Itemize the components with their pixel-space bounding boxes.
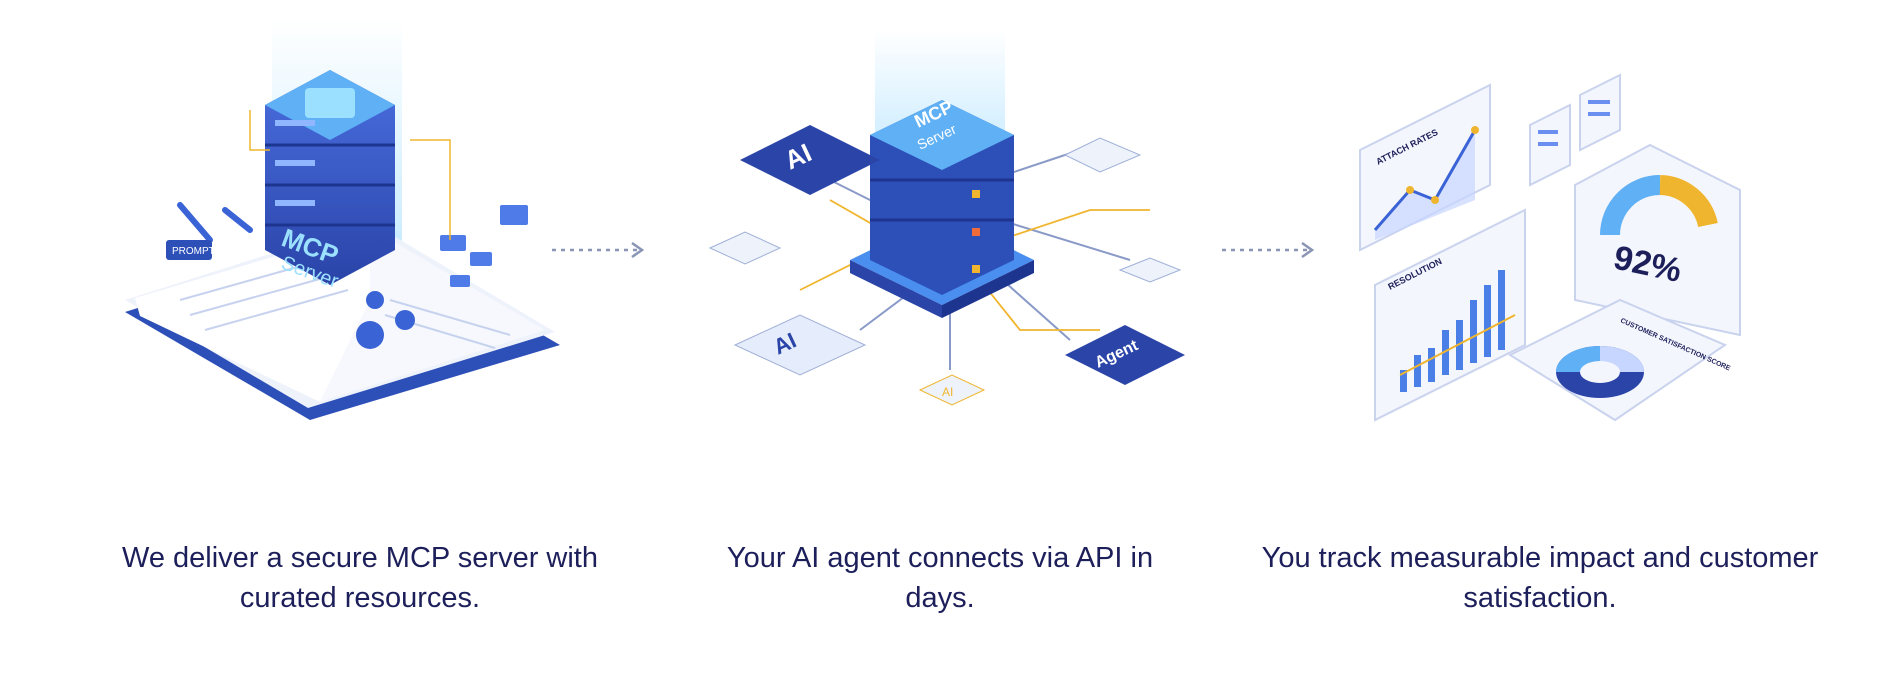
server-stack: MCP Server: [265, 70, 395, 293]
wrench-icon: [177, 202, 253, 243]
step-1: MCP Server PROMPTS We deliver a secure M…: [40, 0, 680, 692]
attach-rates-card: ATTACH RATES: [1359, 83, 1491, 252]
step-2-caption: Your AI agent connects via API in days.: [726, 542, 1154, 614]
ai-chip-icon: AI: [918, 374, 986, 406]
agent-chip-icon: Agent: [1065, 325, 1185, 385]
mcp-server-network-illustration: MCP Server AI AI AI Agent: [708, 30, 1185, 406]
step-1-caption: We deliver a secure MCP server with cura…: [122, 542, 598, 614]
resolution-card: RESOLUTION: [1374, 208, 1526, 422]
analytics-dashboard-illustration: ATTACH RATES RESOLUTION: [1359, 73, 1741, 422]
gear-icon: [356, 291, 415, 349]
csat-card: CUSTOMER SATISFACTION SCORE: [1507, 298, 1732, 422]
arrow-right-icon: [1222, 241, 1315, 259]
step-3-caption: You track measurable impact and customer…: [1261, 542, 1819, 614]
puzzle-chip-icon: [1063, 137, 1142, 173]
svg-text:AI: AI: [942, 385, 953, 399]
step-3: ATTACH RATES RESOLUTION: [1230, 0, 1850, 692]
mcp-server-book-illustration: MCP Server PROMPTS: [125, 20, 560, 420]
list-card-icon: [1529, 73, 1621, 187]
arrow-right-icon: [552, 241, 645, 259]
ai-chip-icon: AI: [740, 125, 880, 195]
gauge-card: 92%: [1574, 143, 1741, 337]
prompts-tag: [166, 240, 212, 260]
ai-chip-icon: AI: [733, 314, 867, 376]
device-chip-icon: [708, 231, 782, 265]
prompts-tag-label: PROMPTS: [172, 246, 222, 257]
step-2: MCP Server AI AI AI Agent Your AI agent …: [680, 0, 1200, 692]
